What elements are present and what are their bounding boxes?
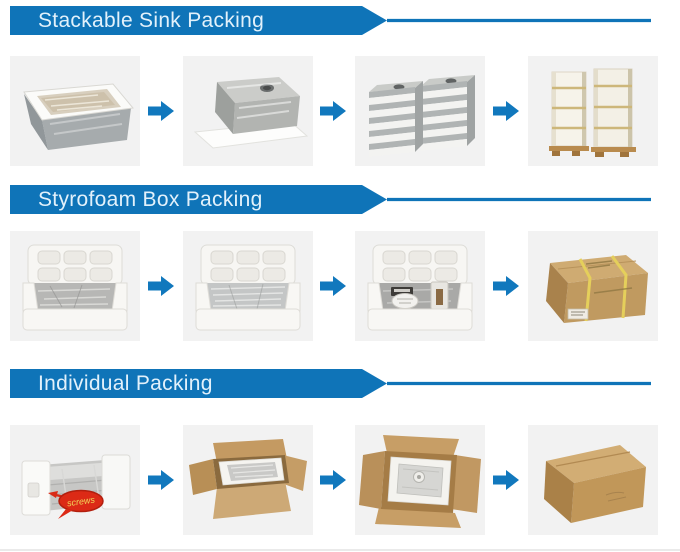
step-arrow <box>320 469 347 491</box>
arrow-right-icon <box>320 101 347 121</box>
step-arrow <box>320 100 347 122</box>
arrow-right-icon <box>147 470 174 490</box>
section-title: Individual Packing <box>38 372 213 395</box>
step-arrow <box>493 275 520 297</box>
photo-carton-strapped <box>527 231 658 341</box>
arrow-right-icon <box>493 101 520 121</box>
section-title: Stackable Sink Packing <box>38 9 265 32</box>
sink-film-wrapped-illustration <box>23 83 134 150</box>
closed-carton-illustration <box>543 445 646 523</box>
photo-carton-open-top-view <box>355 425 486 535</box>
photo-foam-box-open-lid <box>10 231 140 341</box>
banner-ribbon-shape <box>10 369 651 398</box>
open-carton-top-view-illustration <box>359 435 482 528</box>
section-individual-packing: Individual Packing screws <box>0 369 680 535</box>
arrow-right-icon <box>320 276 347 296</box>
step-arrow <box>320 275 347 297</box>
arrow-right-icon <box>320 470 347 490</box>
strapped-carton-illustration <box>545 255 648 323</box>
step-arrow <box>147 100 175 122</box>
inverted-sink-illustration <box>193 77 308 149</box>
steps-row <box>10 231 658 341</box>
banner-individual-packing: Individual Packing <box>10 369 660 398</box>
pallet-right <box>590 68 636 157</box>
open-carton-illustration <box>188 439 307 519</box>
banner-ribbon-shape <box>10 185 651 214</box>
photo-sink-film-wrapped <box>10 56 140 166</box>
pallets-illustration <box>548 68 636 157</box>
bottom-divider <box>0 549 680 551</box>
photo-carton-open-foam <box>182 425 313 535</box>
photo-sink-stacks <box>355 56 486 166</box>
pallet-left <box>548 71 589 156</box>
banner-ribbon-shape <box>10 6 651 35</box>
step-arrow <box>147 275 175 297</box>
steps-row: screws <box>10 425 658 535</box>
stacked-sinks-illustration <box>369 75 476 157</box>
packing-infographic: { "page": { "background": "#ffffff", "ac… <box>0 6 680 552</box>
sink-foam-protectors-illustration: screws <box>21 454 131 519</box>
photo-foam-box-lining <box>182 231 313 341</box>
photo-pallets-strapped <box>527 56 658 166</box>
steps-row <box>10 56 658 166</box>
photo-sink-corner-foam-screws: screws <box>10 425 140 535</box>
step-arrow <box>493 100 520 122</box>
foam-box-lining-illustration <box>195 244 301 331</box>
banner-stackable-sink-packing: Stackable Sink Packing <box>10 6 660 35</box>
foam-box-accessories-illustration <box>367 244 473 331</box>
screws-callout-label: screws <box>66 495 96 509</box>
banner-styrofoam-box-packing: Styrofoam Box Packing <box>10 185 660 214</box>
section-stackable-sink-packing: Stackable Sink Packing <box>0 6 680 166</box>
stack-left <box>369 81 424 157</box>
section-styrofoam-box-packing: Styrofoam Box Packing <box>0 185 680 341</box>
photo-carton-closed <box>527 425 658 535</box>
photo-foam-box-accessories <box>355 231 486 341</box>
foam-box-illustration <box>22 244 128 331</box>
arrow-right-icon <box>493 276 520 296</box>
arrow-right-icon <box>147 276 174 296</box>
stack-right <box>421 75 476 151</box>
step-arrow <box>493 469 520 491</box>
section-title: Styrofoam Box Packing <box>38 188 263 211</box>
step-arrow <box>147 469 175 491</box>
photo-sink-inverted-wrapped <box>182 56 313 166</box>
arrow-right-icon <box>147 101 174 121</box>
arrow-right-icon <box>493 470 520 490</box>
